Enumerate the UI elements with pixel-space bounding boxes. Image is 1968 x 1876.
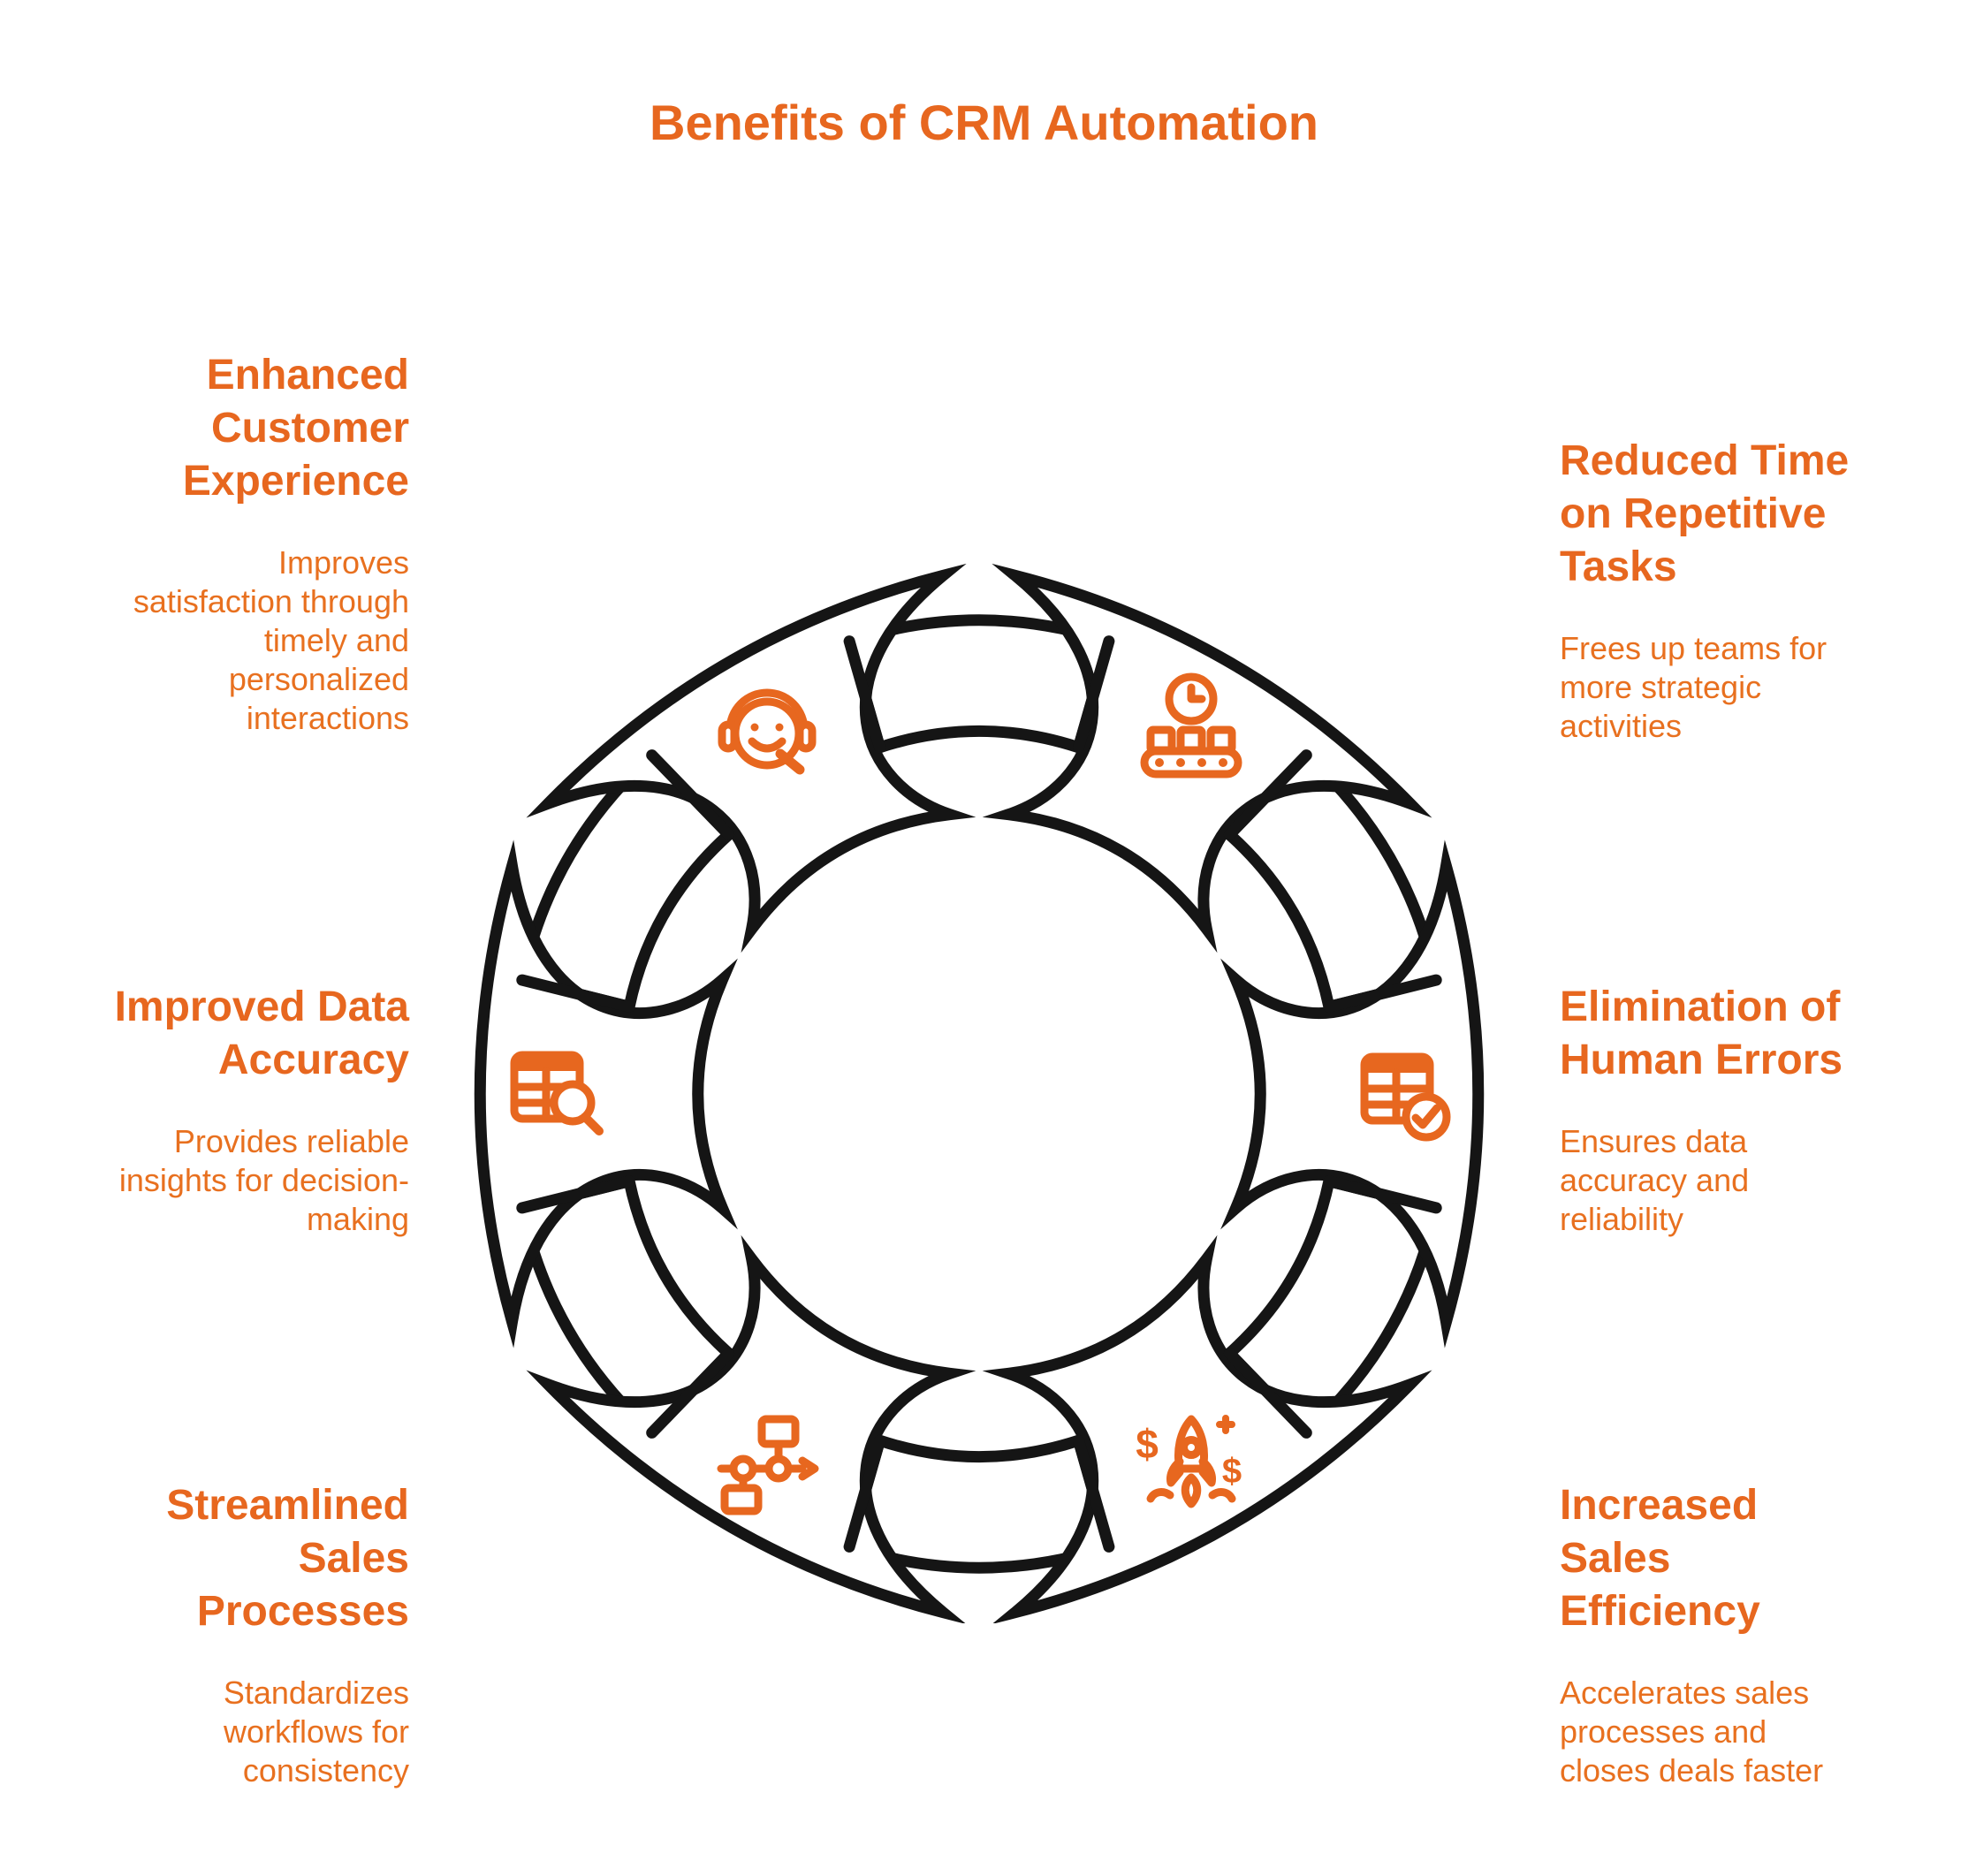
benefit-description: Improves satisfaction through timely and… [133,544,409,736]
cycle-ring [474,563,1485,1623]
svg-text:$: $ [1136,1421,1159,1467]
benefit-enhanced-customer-experience: Enhanced Customer Experience Improves sa… [11,349,409,738]
benefit-description: Ensures data accuracy and reliability [1560,1123,1750,1237]
benefit-heading: Increased Sales Efficiency [1560,1482,1760,1635]
table-search-icon [510,1051,604,1135]
benefit-description: Frees up teams for more strategic activi… [1560,630,1827,744]
ring-connector-end-lines [516,635,1442,1553]
benefit-improved-data-accuracy: Improved Data Accuracy Provides reliable… [11,981,409,1239]
benefit-heading: Reduced Time on Repetitive Tasks [1560,437,1850,590]
clock-conveyor-icon [1140,672,1242,779]
ring-arrow-segments [474,563,1485,1623]
benefit-reduced-time-repetitive-tasks: Reduced Time on Repetitive Tasks Frees u… [1560,435,1957,746]
customer-support-headset-icon [718,688,817,775]
benefit-heading: Elimination of Human Errors [1560,984,1843,1083]
icon-layer: $ $ [510,672,1451,1515]
svg-text:$: $ [1222,1452,1242,1491]
table-checkmark-icon [1360,1052,1451,1142]
benefit-heading: Streamlined Sales Processes [166,1482,409,1635]
benefit-description: Accelerates sales processes and closes d… [1560,1675,1824,1789]
benefit-description: Standardizes workflows for consistency [223,1675,409,1789]
benefit-heading: Enhanced Customer Experience [182,352,409,505]
workflow-flowchart-icon [717,1415,819,1515]
rocket-dollar-icon: $ $ [1136,1415,1242,1508]
benefit-streamlined-sales-processes: Streamlined Sales Processes Standardizes… [11,1479,409,1790]
benefit-description: Provides reliable insights for decision-… [118,1123,409,1237]
crm-automation-cycle-diagram: $ $ [474,563,1485,1623]
benefit-increased-sales-efficiency: Increased Sales Efficiency Accelerates s… [1560,1479,1957,1790]
benefit-heading: Improved Data Accuracy [114,984,409,1083]
benefit-elimination-of-human-errors: Elimination of Human Errors Ensures data… [1560,981,1957,1239]
page-title: Benefits of CRM Automation [650,95,1318,150]
